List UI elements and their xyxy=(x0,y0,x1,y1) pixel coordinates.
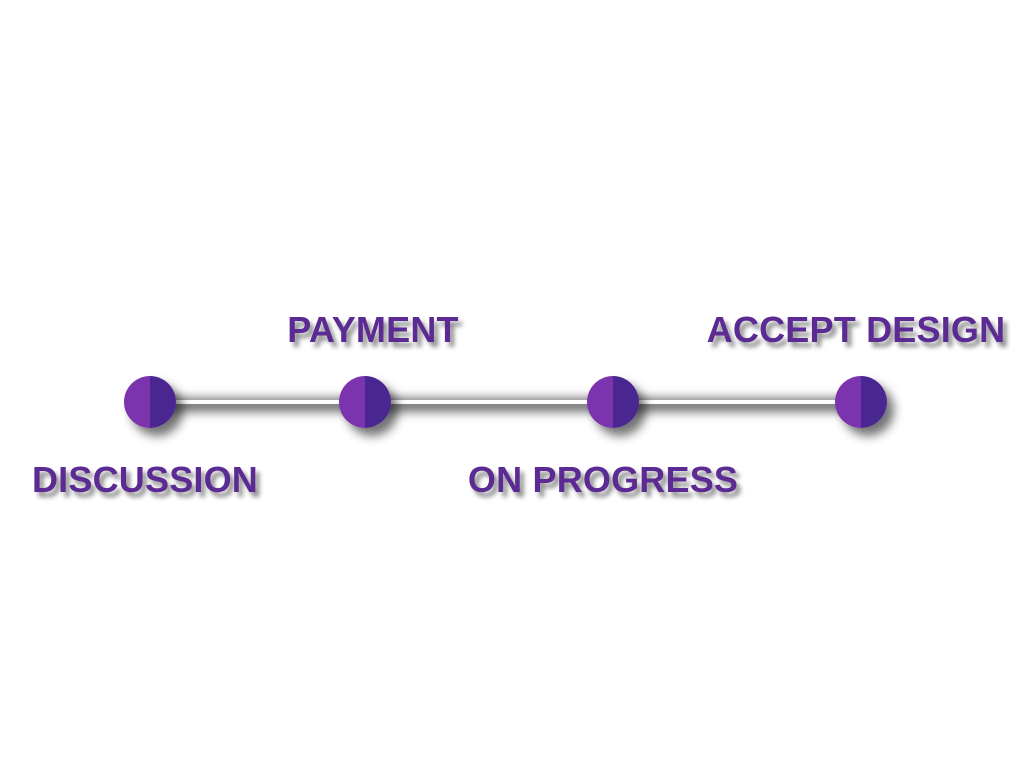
step-label-accept-design: ACCEPT DESIGN xyxy=(706,309,1006,350)
step-node-on-progress xyxy=(587,376,639,428)
step-node-accept-design xyxy=(835,376,887,428)
step-label-on-progress: ON PROGRESS xyxy=(467,459,739,500)
step-label-payment: PAYMENT xyxy=(287,309,459,350)
step-node-discussion xyxy=(124,376,176,428)
connector-line xyxy=(150,400,861,404)
step-label-discussion: DISCUSSION xyxy=(31,459,259,500)
step-node-payment xyxy=(339,376,391,428)
